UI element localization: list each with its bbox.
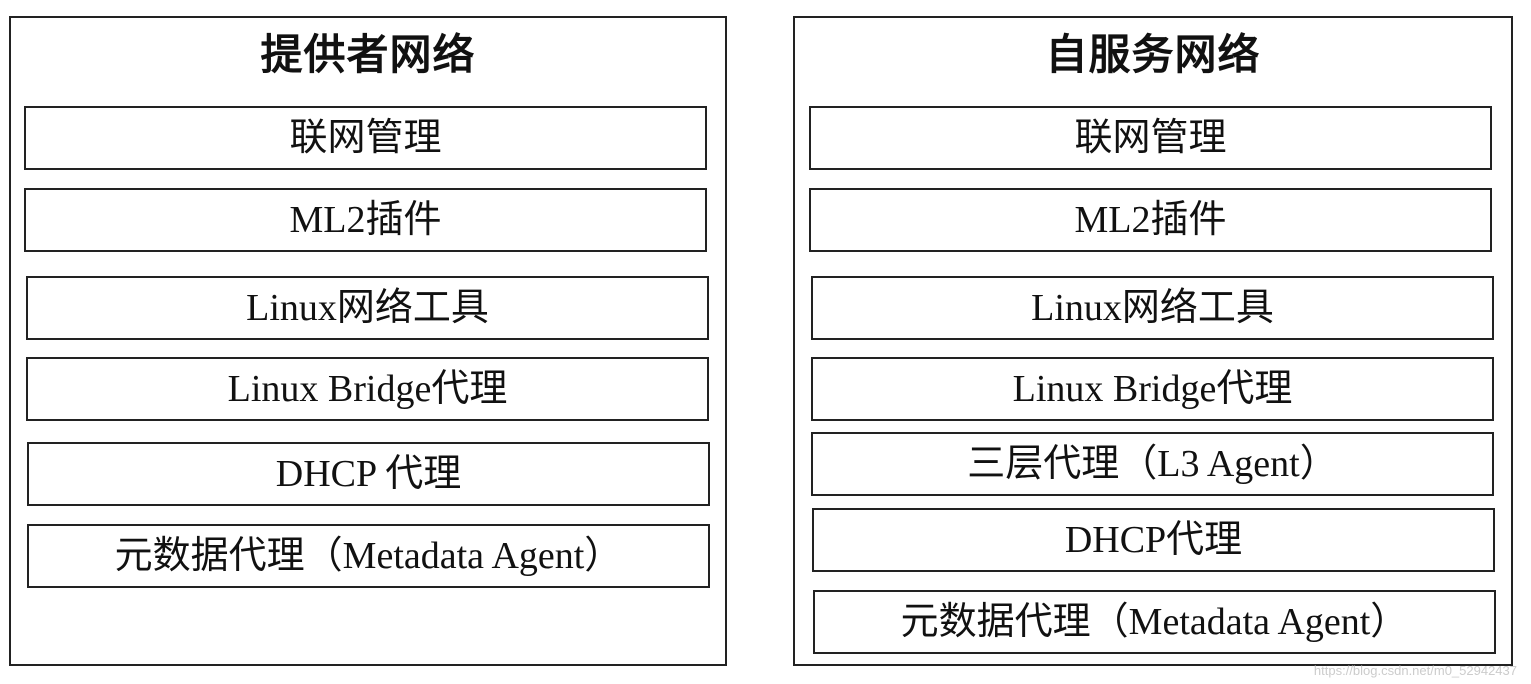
- selfservice-layer-metadata-agent: 元数据代理（Metadata Agent）: [813, 590, 1496, 654]
- selfservice-layer-linux-bridge-agent: Linux Bridge代理: [811, 357, 1494, 421]
- selfservice-layer-linux-network-tools: Linux网络工具: [811, 276, 1494, 340]
- provider-layer-linux-network-tools: Linux网络工具: [26, 276, 709, 340]
- self-service-network-panel: 自服务网络 联网管理 ML2插件 Linux网络工具 Linux Bridge代…: [793, 16, 1513, 666]
- selfservice-layer-networking-management: 联网管理: [809, 106, 1492, 170]
- provider-layer-dhcp-agent: DHCP 代理: [27, 442, 710, 506]
- provider-network-panel: 提供者网络 联网管理 ML2插件 Linux网络工具 Linux Bridge代…: [9, 16, 727, 666]
- selfservice-layer-dhcp-agent: DHCP代理: [812, 508, 1495, 572]
- provider-layer-linux-bridge-agent: Linux Bridge代理: [26, 357, 709, 421]
- provider-network-title: 提供者网络: [260, 33, 476, 79]
- provider-layer-metadata-agent: 元数据代理（Metadata Agent）: [27, 524, 710, 588]
- provider-layer-ml2-plugin: ML2插件: [24, 188, 707, 252]
- watermark-url: https://blog.csdn.net/m0_52942437: [1313, 663, 1517, 678]
- self-service-network-title: 自服务网络: [1045, 33, 1261, 79]
- selfservice-layer-l3-agent: 三层代理（L3 Agent）: [811, 432, 1494, 496]
- selfservice-layer-ml2-plugin: ML2插件: [809, 188, 1492, 252]
- provider-layer-networking-management: 联网管理: [24, 106, 707, 170]
